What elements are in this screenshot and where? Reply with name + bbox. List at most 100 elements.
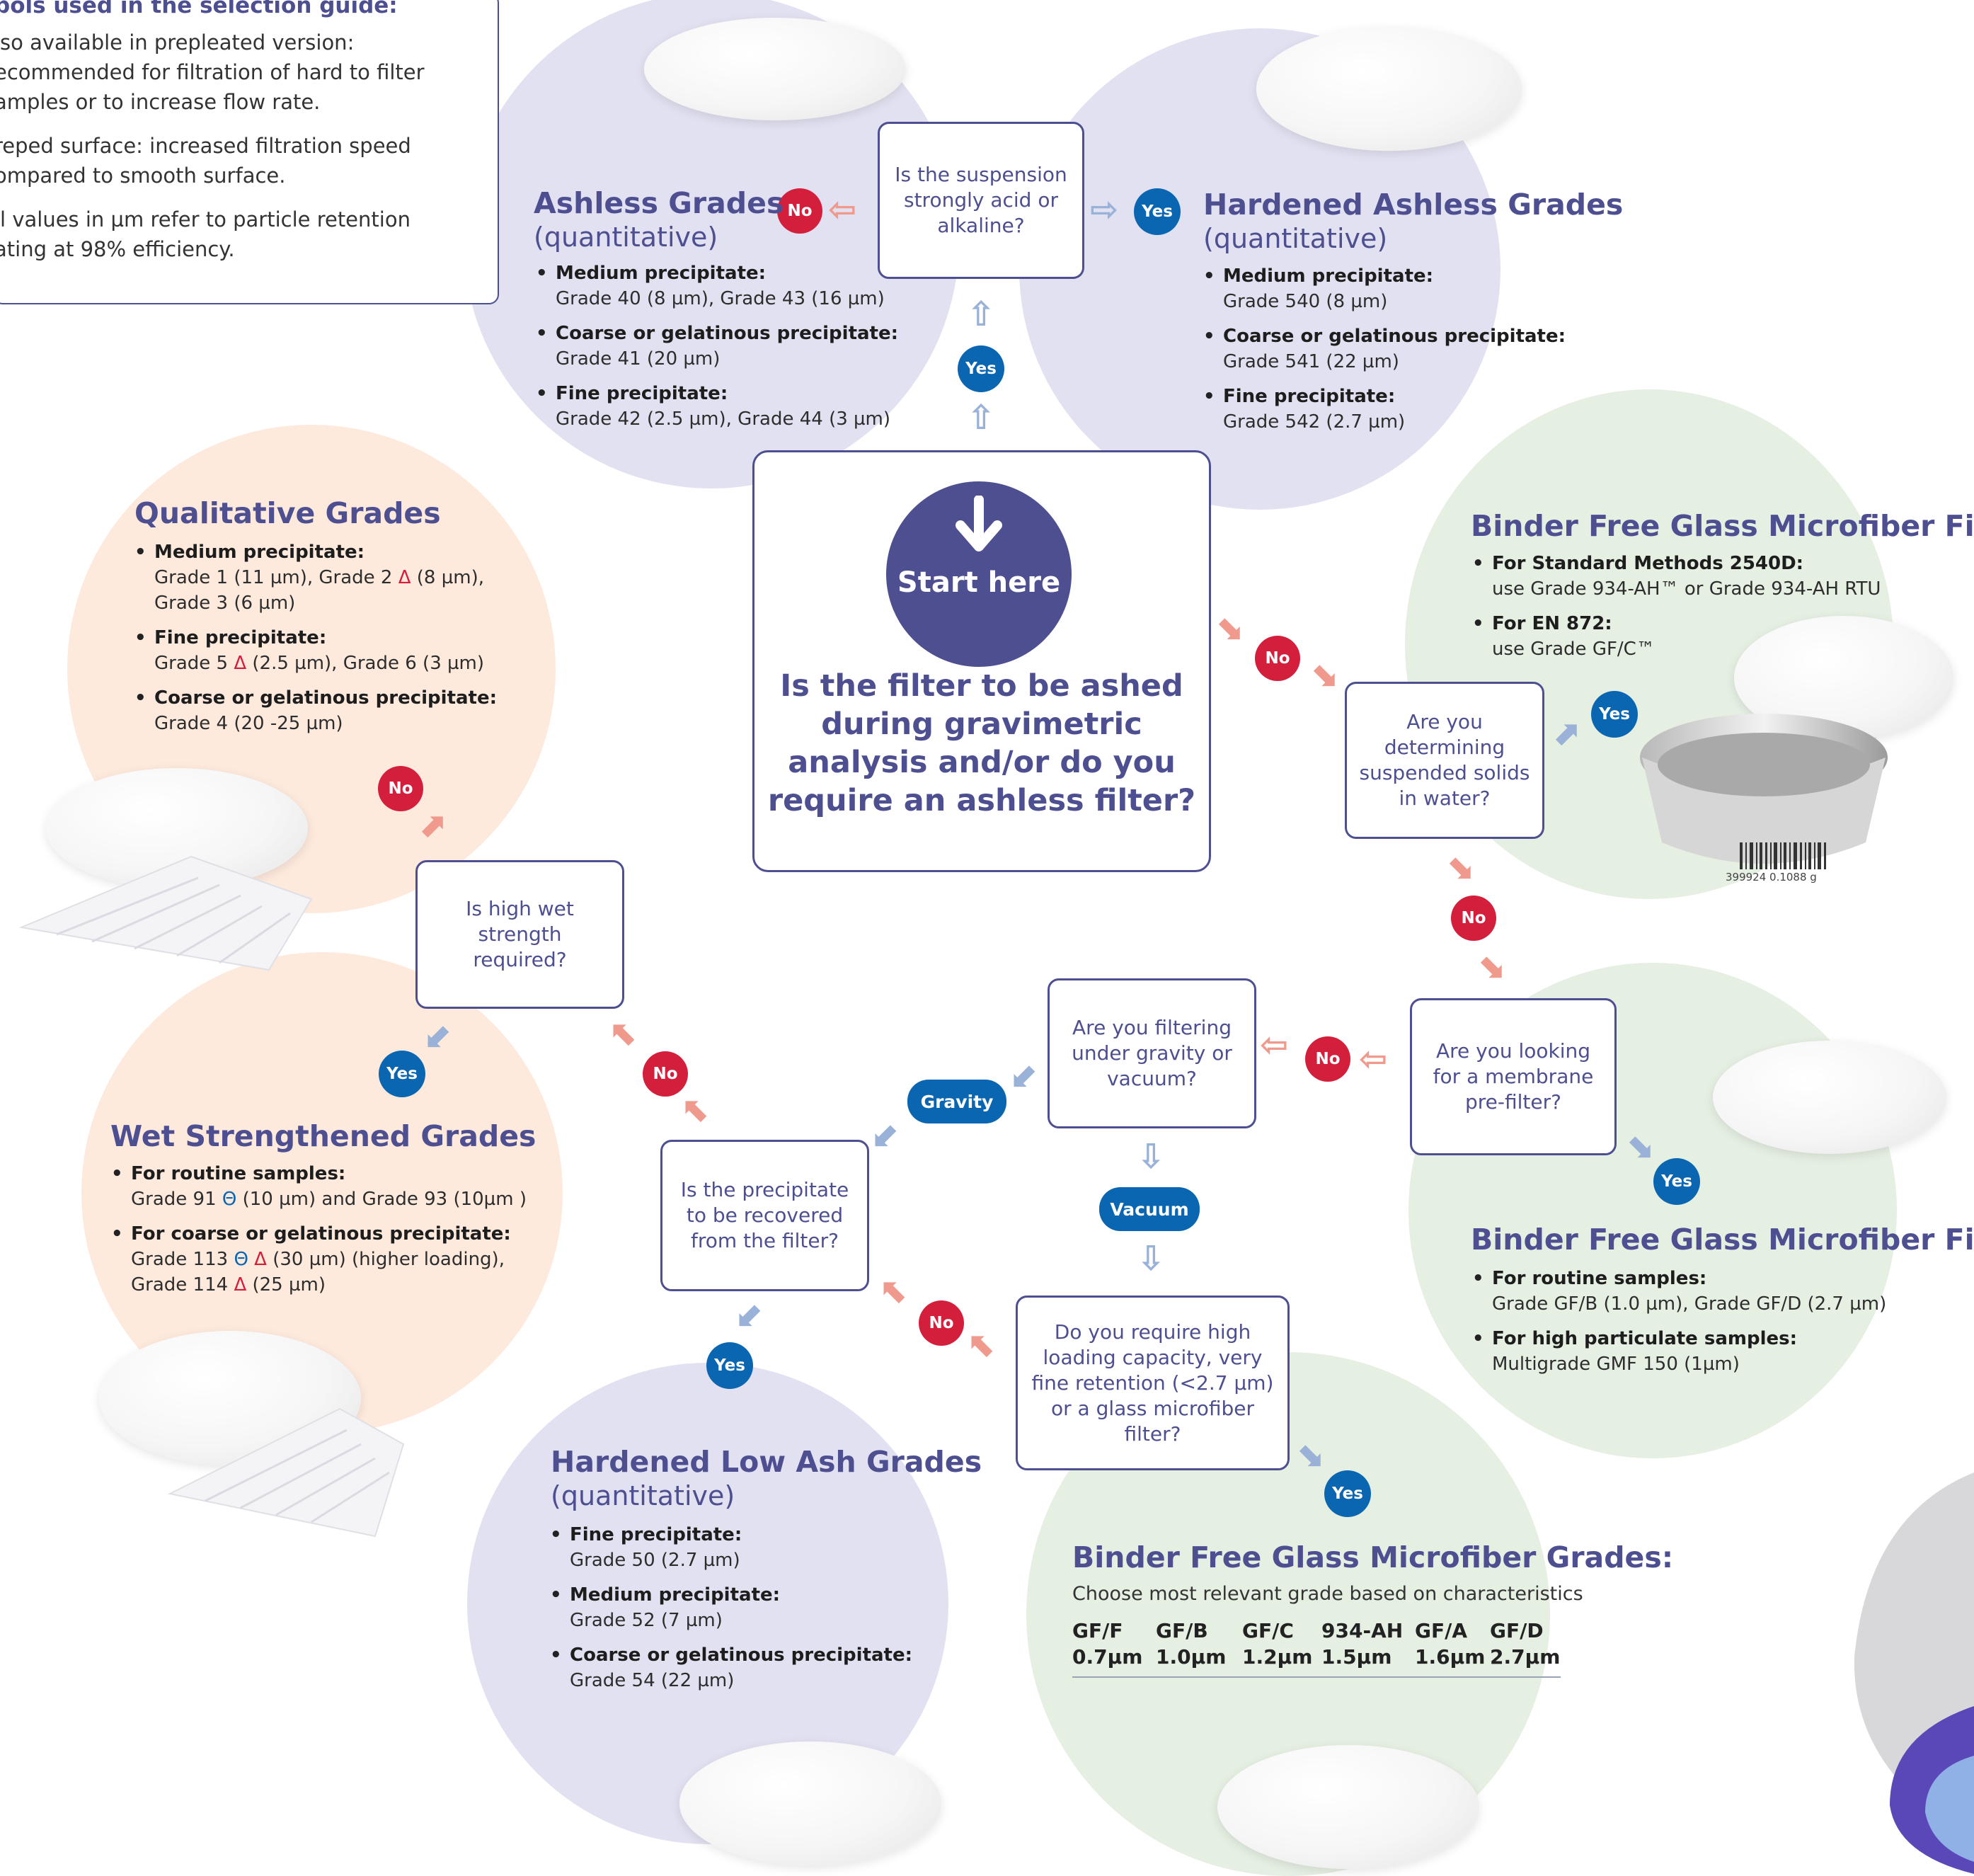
arrow-down-right-icon: ⬊ — [1295, 1434, 1324, 1474]
arrow-down-right-icon: ⬊ — [1309, 654, 1338, 694]
legend-title: bols used in the selection guide: — [0, 0, 398, 18]
binder-free-grades-title: Binder Free Glass Microfiber Grades: — [1072, 1540, 1674, 1574]
wet-strength-title: Wet Strengthened Grades — [110, 1119, 536, 1153]
list-item: Fine precipitate:Grade 42 (2.5 µm), Grad… — [534, 381, 898, 432]
yes-badge: Yes — [1653, 1158, 1700, 1205]
binder-free-top-list: For Standard Methods 2540D:use Grade 934… — [1471, 551, 1881, 671]
list-item: Coarse or gelatinous precipitate:Grade 5… — [1202, 324, 1566, 374]
legend-line: amples or to increase flow rate. — [0, 90, 321, 114]
binder-free-grades-subtitle: Choose most relevant grade based on char… — [1072, 1583, 1583, 1605]
theta-symbol-icon: Θ — [222, 1189, 237, 1210]
grade-table-rule — [1072, 1676, 1561, 1678]
hardened-low-ash-list: Fine precipitate:Grade 50 (2.7 µm) Mediu… — [549, 1522, 912, 1703]
gravity-vacuum-question: Are you filtering under gravity or vacuu… — [1048, 978, 1256, 1128]
filter-disc-image — [1256, 27, 1522, 151]
list-item: Fine precipitate:Grade 50 (2.7 µm) — [549, 1522, 912, 1573]
arrow-down-right-icon: ⬊ — [1445, 847, 1474, 886]
arrow-left-icon: ⇦ — [828, 190, 857, 229]
list-item: Medium precipitate:Grade 40 (8 µm), Grad… — [534, 261, 898, 311]
wet-strength-list: For routine samples:Grade 91 Θ (10 µm) a… — [110, 1161, 527, 1307]
qualitative-list: Medium precipitate:Grade 1 (11 µm), Grad… — [133, 539, 497, 745]
qualitative-title: Qualitative Grades — [134, 496, 441, 530]
down-arrow-icon — [956, 496, 1002, 551]
yes-badge: Yes — [958, 345, 1004, 392]
arrow-up-left-icon: ⬉ — [682, 1090, 711, 1130]
ashless-title: Ashless Grades — [534, 186, 784, 220]
list-item: Medium precipitate:Grade 52 (7 µm) — [549, 1582, 912, 1633]
no-badge: No — [1305, 1036, 1350, 1082]
arrow-up-left-icon: ⬉ — [610, 1014, 639, 1053]
arrow-up-right-icon: ⬈ — [418, 806, 447, 845]
vacuum-pill: Vacuum — [1099, 1187, 1200, 1231]
arrow-down-icon: ⇩ — [1137, 1239, 1166, 1279]
arrow-left-icon: ⇦ — [1359, 1039, 1388, 1079]
filter-disc-image — [1217, 1745, 1479, 1869]
symbol-legend: bols used in the selection guide: lso av… — [0, 0, 499, 304]
no-badge: No — [1255, 636, 1300, 681]
list-item: Coarse or gelatinous precipitate:Grade 4… — [133, 685, 497, 736]
binder-free-mid-title: Binder Free Glass Microfiber Filters — [1471, 1223, 1974, 1257]
arrow-left-icon: ⇦ — [1260, 1025, 1289, 1065]
weighing-dish-image: 399924 0.1088 g — [1640, 714, 1888, 883]
list-item: For routine samples:Grade GF/B (1.0 µm),… — [1471, 1266, 1886, 1317]
yes-badge: Yes — [1324, 1470, 1371, 1517]
arrow-down-right-icon: ⬊ — [1625, 1126, 1654, 1165]
arrow-up-left-icon: ⬉ — [880, 1271, 909, 1311]
hardened-low-ash-subtitle: (quantitative) — [551, 1480, 735, 1511]
yes-badge: Yes — [1591, 691, 1638, 738]
arrow-up-left-icon: ⬉ — [968, 1325, 997, 1365]
triangle-symbol-icon: Δ — [254, 1249, 267, 1270]
start-question: Is the filter to be ashed during gravime… — [767, 668, 1196, 818]
yes-badge: Yes — [379, 1051, 425, 1097]
loading-capacity-question: Do you require high loading capacity, ve… — [1016, 1296, 1290, 1470]
arrow-down-left-icon: ⬋ — [425, 1015, 454, 1055]
arrow-down-icon: ⇩ — [1137, 1137, 1166, 1177]
binder-free-mid-list: For routine samples:Grade GF/B (1.0 µm),… — [1471, 1266, 1886, 1386]
triangle-symbol-icon: Δ — [234, 653, 247, 674]
list-item: For EN 872:use Grade GF/C™ — [1471, 611, 1881, 662]
recover-question: Is the precipitate to be recovered from … — [660, 1140, 869, 1291]
arrow-down-right-icon: ⬊ — [1215, 607, 1244, 647]
arrow-down-left-icon: ⬋ — [736, 1294, 765, 1334]
list-item: For Standard Methods 2540D:use Grade 934… — [1471, 551, 1881, 602]
suspended-solids-question: Are you determining suspended solids in … — [1345, 682, 1544, 839]
filter-disc-image — [679, 1741, 941, 1865]
pleated-filter-image — [18, 855, 313, 971]
list-item: Fine precipitate:Grade 5 Δ (2.5 µm), Gra… — [133, 625, 497, 676]
legend-line: lso available in prepleated version: — [0, 30, 355, 55]
triangle-symbol-icon: Δ — [234, 1274, 247, 1296]
arrow-down-right-icon: ⬊ — [1476, 946, 1505, 985]
legend-line: reped surface: increased filtration spee… — [0, 134, 411, 158]
hardened-ashless-subtitle: (quantitative) — [1203, 223, 1388, 254]
acid-question: Is the suspension strongly acid or alkal… — [878, 122, 1084, 279]
hardened-low-ash-title: Hardened Low Ash Grades — [551, 1445, 982, 1479]
legend-line: ecommended for filtration of hard to fil… — [0, 60, 425, 84]
no-badge: No — [919, 1300, 964, 1346]
gravity-pill: Gravity — [907, 1080, 1006, 1123]
binder-free-top-title: Binder Free Glass Microfiber Filters — [1471, 509, 1974, 543]
list-item: For routine samples:Grade 91 Θ (10 µm) a… — [110, 1161, 527, 1212]
hardened-ashless-list: Medium precipitate:Grade 540 (8 µm) Coar… — [1202, 263, 1566, 444]
list-item: Fine precipitate:Grade 542 (2.7 µm) — [1202, 384, 1566, 435]
yes-badge: Yes — [1134, 188, 1181, 235]
no-badge: No — [777, 188, 822, 234]
list-item: Coarse or gelatinous precipitate:Grade 5… — [549, 1642, 912, 1693]
arrow-down-left-icon: ⬋ — [1011, 1055, 1040, 1094]
wet-strength-question: Is high wet strength required? — [415, 860, 624, 1009]
ashless-subtitle: (quantitative) — [534, 222, 718, 253]
arrow-up-icon: ⇧ — [967, 398, 996, 437]
triangle-symbol-icon: Δ — [398, 567, 411, 588]
prefilter-question: Are you looking for a membrane pre-filte… — [1410, 998, 1617, 1155]
ashless-list: Medium precipitate:Grade 40 (8 µm), Grad… — [534, 261, 898, 441]
arrow-right-icon: ⇨ — [1090, 190, 1119, 229]
arrow-up-right-icon: ⬈ — [1551, 714, 1580, 753]
filter-disc-image — [644, 18, 906, 120]
no-badge: No — [1451, 896, 1496, 941]
arrow-up-icon: ⇧ — [967, 294, 996, 334]
theta-symbol-icon: Θ — [234, 1249, 248, 1270]
yes-badge: Yes — [706, 1342, 753, 1389]
